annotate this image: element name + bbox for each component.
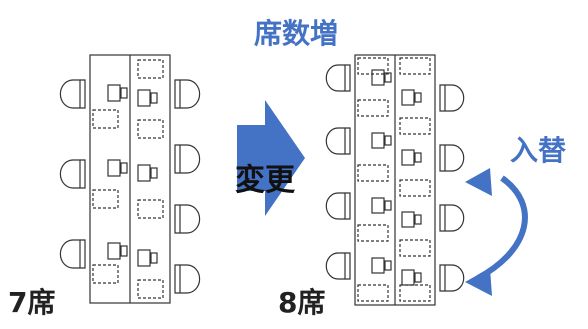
chair-icon	[174, 144, 201, 174]
change-label: 変更	[235, 163, 296, 198]
dashed-slots	[92, 59, 164, 299]
desk-phone-icon	[137, 164, 158, 182]
chair-icon	[59, 239, 86, 269]
arrowhead-top	[465, 168, 492, 196]
chair-icon	[174, 204, 201, 234]
chair-icon	[439, 204, 465, 232]
desk-phone-icon	[371, 132, 392, 149]
chair-icon	[439, 84, 465, 112]
chair-icon	[439, 144, 465, 172]
chair-icon	[174, 264, 201, 294]
desk-phone-icon	[371, 69, 392, 86]
after-seat-count: 8席	[278, 286, 325, 319]
diagram-title: 席数増	[254, 17, 338, 50]
chair-icon	[439, 264, 465, 292]
desk-phone-icon	[107, 242, 128, 260]
chair-icon	[174, 79, 201, 109]
swap-label: 入替	[510, 134, 566, 167]
dashed-slots	[357, 57, 431, 302]
chair-icon	[325, 64, 351, 92]
desk-phone-icon	[401, 89, 422, 106]
desk-phone-icon	[107, 84, 128, 102]
chair-icon	[59, 159, 86, 189]
arrowhead-bottom	[465, 268, 492, 296]
chair-icon	[325, 192, 351, 220]
desk-phone-icon	[371, 197, 392, 214]
curved-double-arrow-icon	[476, 175, 528, 281]
desk-phone-icon	[401, 149, 422, 166]
before-layout	[59, 54, 201, 304]
before-seat-count: 7席	[8, 286, 55, 319]
desk-phone-icon	[371, 257, 392, 274]
chair-icon	[59, 79, 86, 109]
chair-icon	[325, 127, 351, 155]
chair-icon	[325, 252, 351, 280]
right-arrow-icon	[237, 100, 305, 216]
desk-phone-icon	[137, 249, 158, 267]
desk-phone-icon	[401, 269, 422, 286]
desk-phone-icon	[137, 89, 158, 107]
desk-phone-icon	[401, 211, 422, 228]
desk-phone-icon	[107, 159, 128, 177]
after-layout	[325, 54, 465, 306]
